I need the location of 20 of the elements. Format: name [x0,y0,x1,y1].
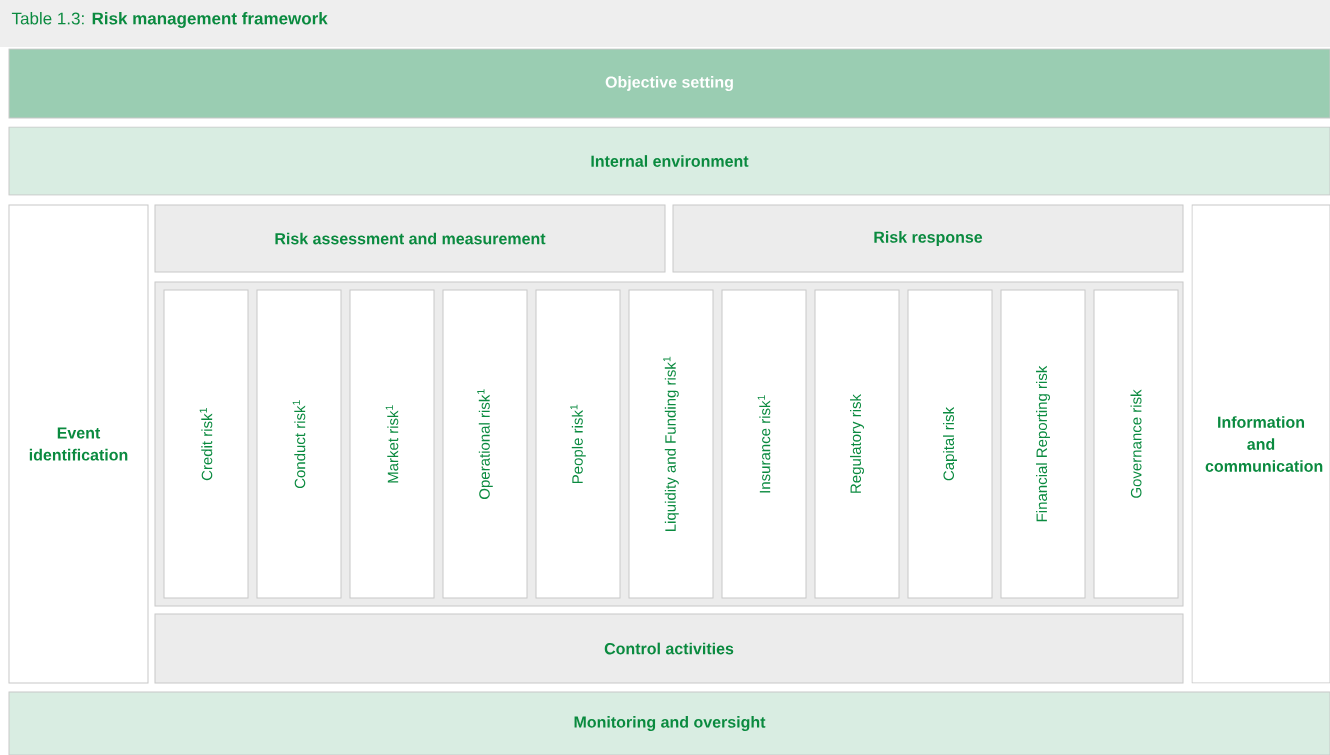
side-panel: Information and communication [1191,204,1330,684]
title-bar: Table 1.3: Risk management framework [0,0,1330,47]
risk-column: Operational risk$^{1}$ [442,289,528,599]
framework-band: Risk response [672,204,1184,273]
framework-band: Internal environment [8,126,1330,196]
framework-band: Risk assessment and measurement [154,204,666,273]
risk-column: Insurance risk$^{1}$ [721,289,807,599]
risk-column: Market risk$^{1}$ [349,289,435,599]
side-panel: Event identification [8,204,149,684]
risk-column: Capital risk [907,289,993,599]
framework-band: Control activities [154,613,1184,684]
risk-column: Credit risk$^{1}$ [163,289,249,599]
framework-band: Objective setting [8,48,1330,119]
risk-column: Conduct risk$^{1}$ [256,289,342,599]
risk-column: Financial Reporting risk [1000,289,1086,599]
risk-column: Regulatory risk [814,289,900,599]
risk-column: People risk$^{1}$ [535,289,621,599]
framework-band: Monitoring and oversight [8,691,1330,755]
risk-column: Liquidity and Funding risk$^{1}$ [628,289,714,599]
risk-column: Governance risk [1093,289,1179,599]
